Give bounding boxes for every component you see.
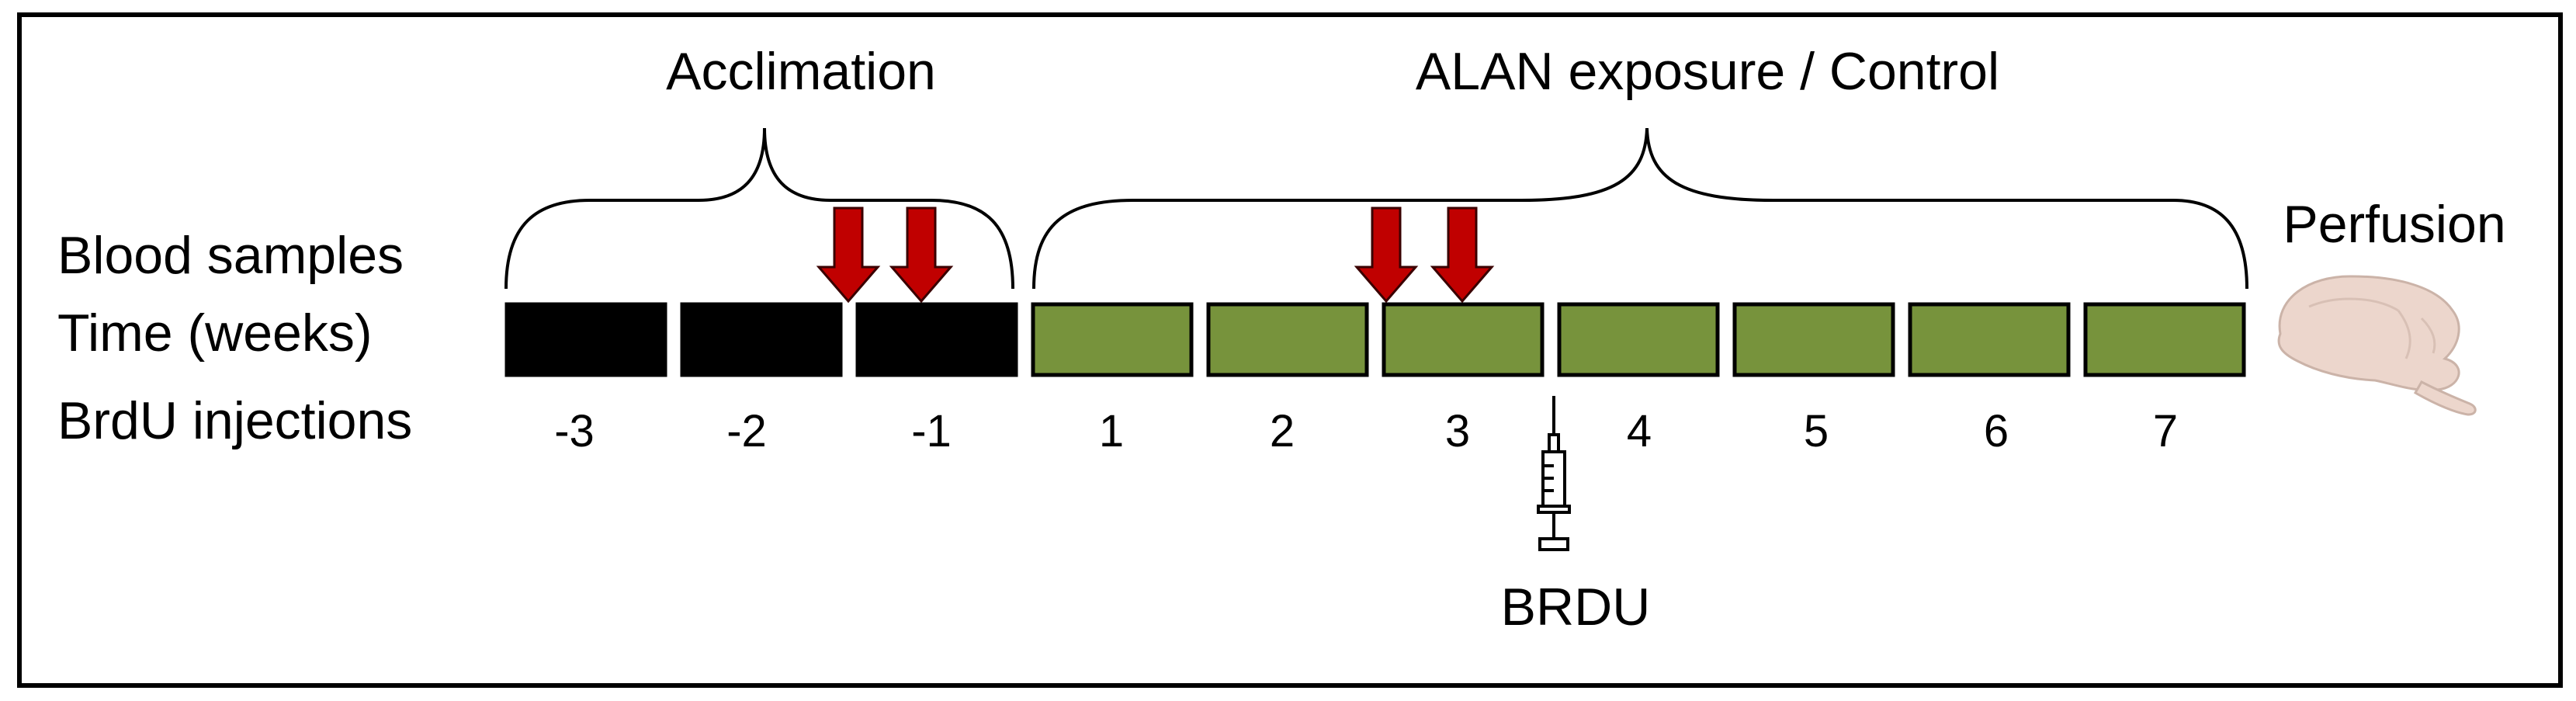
week-label: 1: [1099, 406, 1124, 456]
phase-label-exposure: ALAN exposure / Control: [1416, 42, 1999, 101]
phase-label-acclimation: Acclimation: [666, 42, 936, 101]
down-arrow-icon: [816, 206, 881, 304]
week-label: -3: [554, 406, 595, 456]
week-box: [1732, 302, 1895, 377]
week-label: 4: [1627, 406, 1652, 456]
perfusion-label: Perfusion: [2283, 195, 2505, 254]
week-label: 5: [1804, 406, 1829, 456]
brain-icon: [2277, 275, 2477, 416]
week-box: [504, 302, 667, 377]
week-box: [1206, 302, 1369, 377]
week-box: [1908, 302, 2071, 377]
down-arrow-icon: [889, 206, 954, 304]
week-label: -2: [726, 406, 767, 456]
week-box: [1382, 302, 1545, 377]
week-label: 3: [1445, 406, 1470, 456]
row-label-time-weeks: Time (weeks): [57, 304, 373, 363]
week-box: [1031, 302, 1194, 377]
week-box: [680, 302, 843, 377]
week-label: 6: [1984, 406, 2009, 456]
acclimation-brace: [504, 127, 1014, 290]
row-label-brdu-injections: BrdU injections: [57, 391, 412, 450]
week-box: [855, 302, 1018, 377]
week-label: -1: [911, 406, 952, 456]
week-label: 7: [2153, 406, 2178, 456]
syringe-icon: [1537, 396, 1571, 551]
week-label: 2: [1270, 406, 1295, 456]
down-arrow-icon: [1354, 206, 1419, 304]
down-arrow-icon: [1430, 206, 1495, 304]
week-box: [1557, 302, 1720, 377]
exposure-brace: [1032, 127, 2248, 290]
syringe-label: BRDU: [1501, 578, 1651, 637]
row-label-blood-samples: Blood samples: [57, 226, 404, 285]
week-box: [2083, 302, 2246, 377]
